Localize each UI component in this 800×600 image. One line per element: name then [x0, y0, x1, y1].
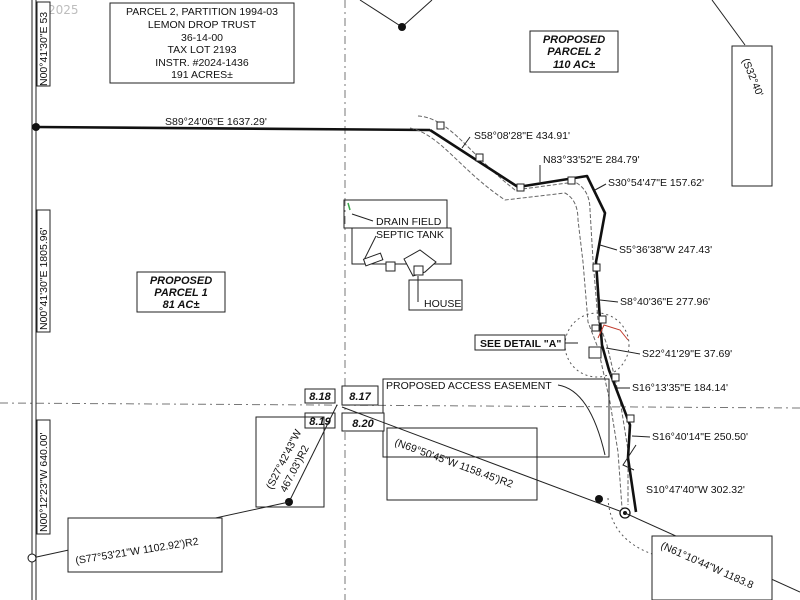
leader-line — [631, 435, 651, 438]
diag-long-bearing: (N69°50'45"W 1158.45')R2 — [393, 437, 515, 491]
detail-a-structure — [588, 346, 602, 359]
bearing-course-6: S22°41'29"E 37.69' — [642, 348, 732, 360]
bearing-course-7: S16°13'35"E 184.14' — [632, 382, 728, 394]
septic-tank-shape — [362, 252, 384, 267]
survey-monument-diag — [595, 495, 603, 503]
bearing-course-5: S8°40'36"E 277.96' — [620, 296, 710, 308]
boundary-marker — [598, 315, 607, 324]
septic-leader — [363, 235, 377, 261]
left-bearing-bottom-label: N00°12'23"W 640.00' — [38, 433, 50, 533]
section-17-label: 8.17 — [349, 391, 371, 403]
road-edge-outer — [417, 115, 629, 505]
top-angled-line-2 — [401, 0, 433, 28]
parcel-2-label-box — [529, 30, 619, 73]
drain-field-leader — [351, 213, 374, 222]
house-label: HOUSE — [424, 298, 461, 310]
bottom-right-arc — [607, 497, 656, 556]
small-wedge-line — [622, 444, 637, 471]
top-boundary-bearing: S89°24'06"E 1637.29' — [165, 116, 267, 128]
boundary-marker — [516, 183, 525, 192]
detail-a-red-line — [597, 324, 629, 341]
top-boundary-line — [35, 125, 431, 132]
leader-line — [461, 136, 471, 149]
bottom-right-callout-box — [651, 535, 773, 600]
road-edge-inner — [409, 127, 623, 509]
bearing-course-4: S5°36'38"W 247.43' — [619, 244, 712, 256]
leader-line — [605, 347, 641, 355]
left-bearing-top-label: N00°41'30"E 53 — [38, 12, 50, 86]
parcel-1-title: PROPOSED — [150, 275, 212, 287]
diag-long-callout-box — [386, 427, 538, 501]
septic-tank-box — [351, 227, 452, 265]
header-line-2: LEMON DROP TRUST — [148, 19, 257, 31]
house-shape — [403, 249, 437, 277]
header-line-1: PARCEL 2, PARTITION 1994-03 — [126, 6, 278, 18]
boundary-marker — [567, 176, 576, 185]
leader-line — [599, 299, 619, 303]
section-line-horizontal — [0, 402, 800, 409]
survey-monument-top — [398, 23, 406, 31]
parcel-2-title: PROPOSED — [543, 34, 605, 46]
bearing-course-1: S58°08'28"E 434.91' — [474, 130, 570, 142]
boundary-marker — [626, 414, 635, 423]
parcel-1-name: PARCEL 1 — [154, 287, 207, 299]
header-block-box — [109, 2, 295, 84]
section-18-label: 8.18 — [309, 391, 331, 403]
left-bearing-bottom-box — [36, 419, 51, 535]
parcel-2-name: PARCEL 2 — [547, 46, 600, 58]
survey-monument-bottom-left — [27, 553, 37, 563]
leader-line — [599, 244, 618, 251]
boundary-marker — [436, 121, 445, 130]
drain-field-mark — [347, 202, 351, 211]
boundary-marker — [475, 153, 484, 162]
leader-line — [594, 183, 607, 191]
bearing-course-2: N83°33'52"E 284.79' — [543, 154, 640, 166]
header-line-3: 36-14-00 — [181, 32, 223, 44]
septic-tank-label: SEPTIC TANK — [376, 229, 444, 241]
left-bearing-mid-box — [36, 209, 51, 333]
parcel-1-label-box — [136, 271, 226, 313]
section-19-label: 8.19 — [309, 416, 331, 428]
easement-leader — [557, 384, 606, 456]
left-bearing-top-box — [36, 1, 51, 87]
section-20-label: 8.20 — [352, 418, 374, 430]
bearing-course-3: S30°54'47"E 157.62' — [608, 177, 704, 189]
diagonal-line-short — [288, 404, 338, 503]
see-detail-label: SEE DETAIL "A" — [480, 338, 561, 350]
diagonal-line-long — [341, 406, 626, 514]
header-line-4: TAX LOT 2193 — [167, 44, 236, 56]
access-easement-label: PROPOSED ACCESS EASEMENT — [386, 380, 552, 392]
left-bearing-mid-label: N00°41'30"E 1805.96' — [38, 228, 50, 330]
survey-monument-left — [32, 123, 40, 131]
diag-short-callout-box — [255, 416, 325, 508]
boundary-marker — [592, 263, 601, 272]
bearing-course-8: S16°40'14"E 250.50' — [652, 431, 748, 443]
detail-a-structure-small — [591, 324, 600, 332]
bottom-left-callout-box — [67, 517, 223, 573]
house-box — [408, 279, 463, 311]
top-angled-line — [359, 0, 403, 28]
drain-field-label: DRAIN FIELD — [376, 216, 442, 228]
structure-small — [385, 261, 396, 272]
section-20-box — [341, 412, 385, 432]
parcel-2-area: 110 AC± — [553, 59, 595, 71]
top-right-line — [711, 0, 746, 46]
section-18-box — [304, 388, 336, 404]
parcel-1-area: 81 AC± — [163, 299, 200, 311]
house-annex — [413, 265, 424, 276]
boundary-marker — [611, 373, 620, 382]
bearing-course-9: S10°47'40"W 302.32' — [646, 484, 745, 496]
section-17-box — [341, 385, 379, 406]
right-top-box — [731, 45, 773, 187]
header-line-6: 191 ACRES± — [171, 69, 233, 81]
header-line-5: INSTR. #2024-1436 — [155, 57, 249, 69]
